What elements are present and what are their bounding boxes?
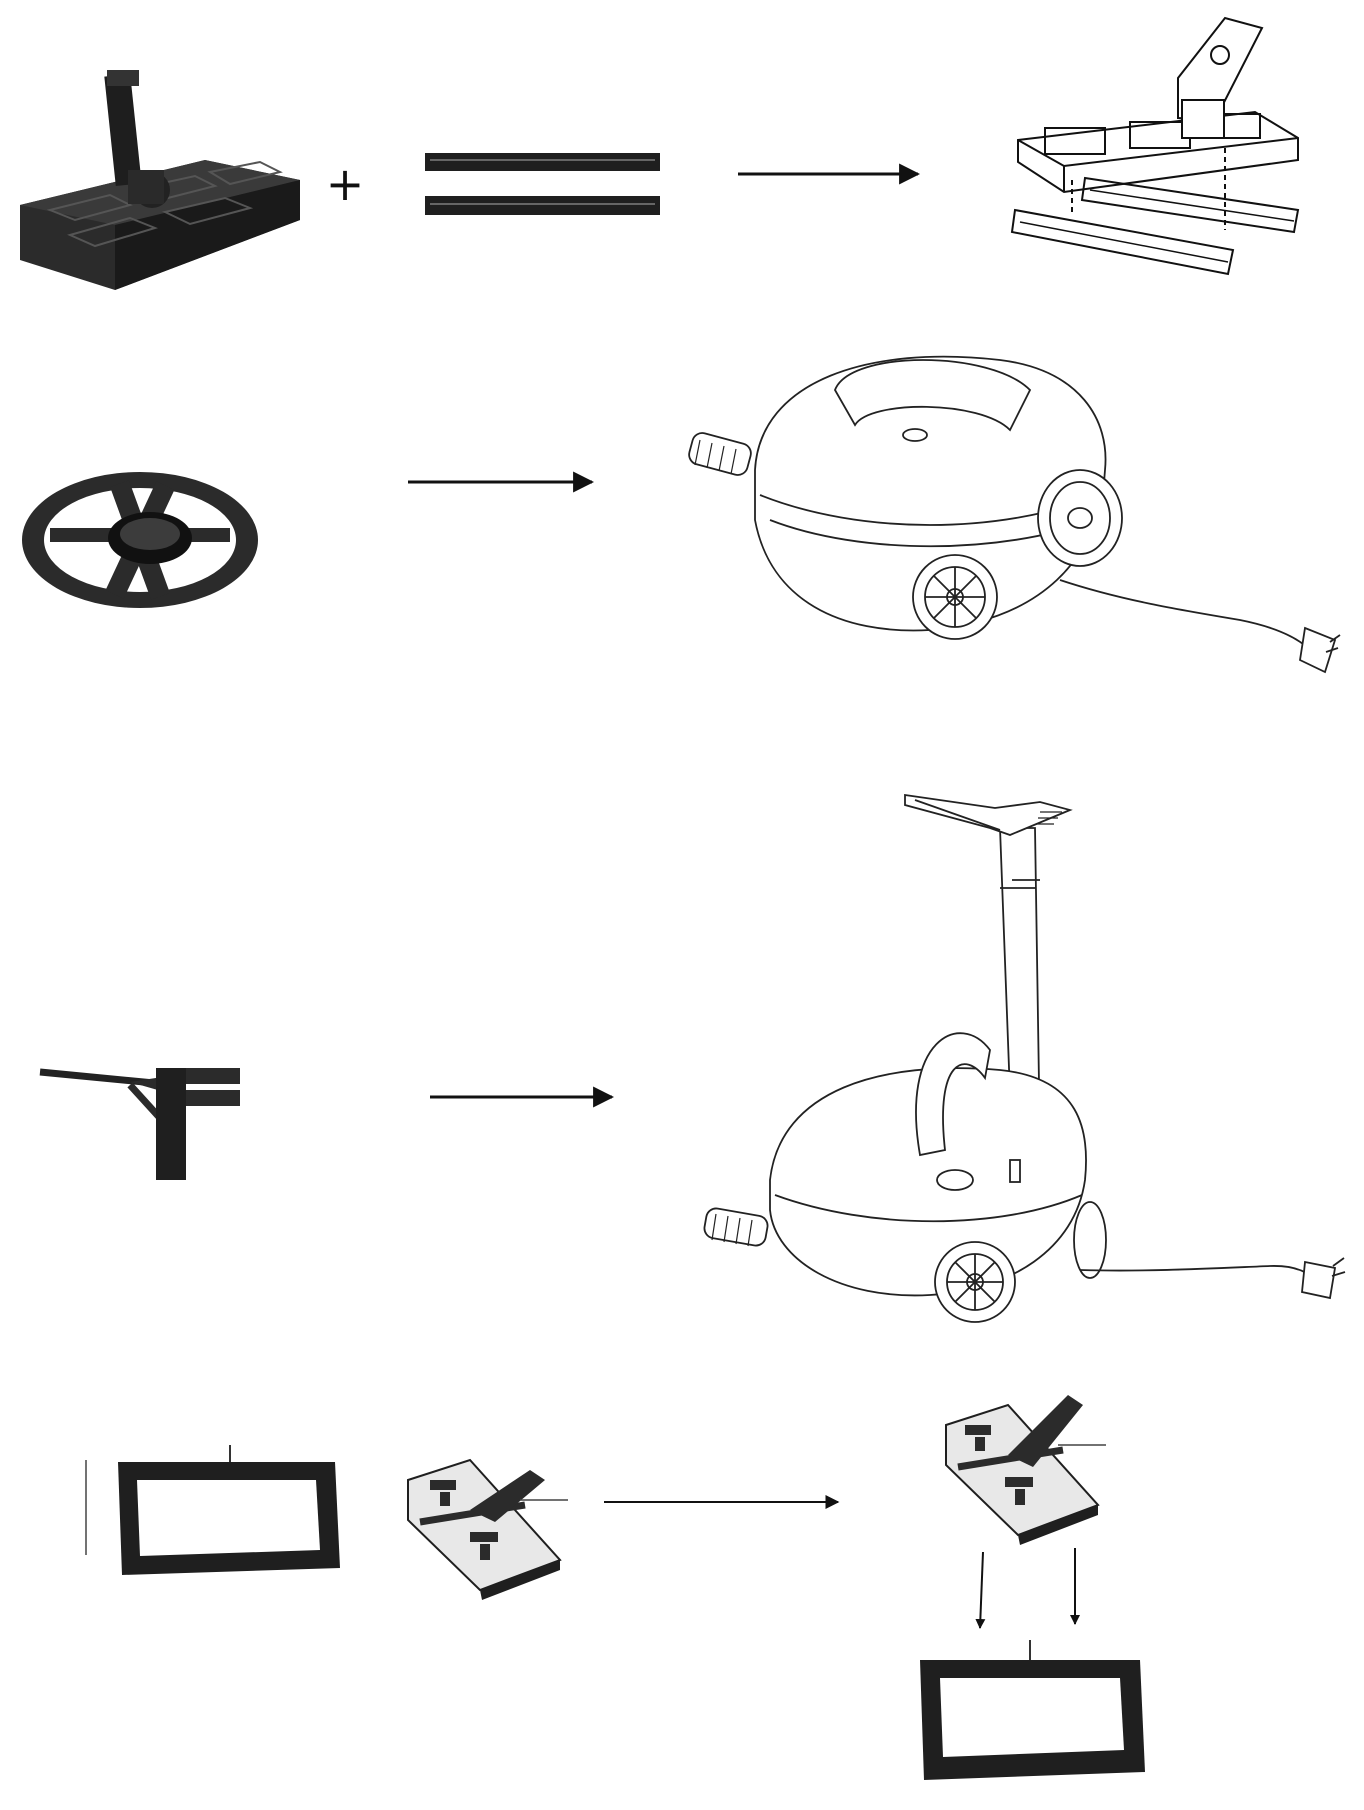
step-1: + (20, 16, 1300, 290)
step-4 (85, 1395, 1145, 1780)
floor-brush-with-strips-icon (1010, 16, 1300, 276)
handle-top-bracket-icon (39, 1068, 240, 1180)
floor-brush-head-icon (20, 70, 300, 290)
brush-strip-icon (425, 153, 660, 215)
frame-attached-under-pad-icon (920, 1395, 1145, 1780)
step-2 (22, 355, 1341, 674)
cloth-pad-icon (407, 1458, 568, 1600)
accessory-holder-disc-icon (22, 472, 258, 608)
step-3 (39, 793, 1346, 1323)
steam-cleaner-with-holder-icon (688, 355, 1341, 674)
steam-cleaner-with-handle-icon (703, 793, 1346, 1323)
plus-sign: + (326, 157, 365, 211)
frame-icon (85, 1445, 340, 1575)
